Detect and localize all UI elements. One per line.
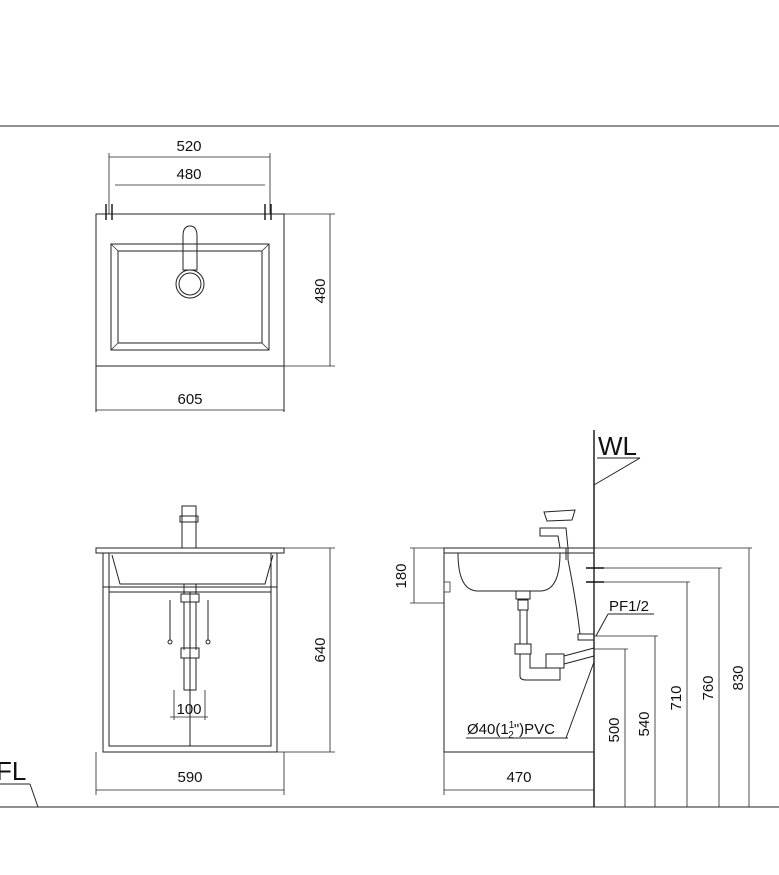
angle-valve (577, 633, 595, 641)
side-countertop (443, 547, 595, 554)
side-cabinet (443, 552, 595, 753)
floor-label: FL (0, 756, 26, 786)
side-view: WL PF1/ (393, 430, 752, 807)
height-760: 760 (700, 675, 717, 700)
side-bracket (443, 581, 451, 593)
front-view: 100 640 590 (95, 505, 335, 795)
dim-label-520: 520 (176, 138, 201, 155)
drain-trap-icon (167, 583, 211, 691)
height-540: 540 (636, 711, 653, 736)
height-830: 830 (730, 665, 747, 690)
faucet-top-icon (175, 225, 205, 299)
dim-label-640: 640 (312, 637, 329, 662)
dim-label-180: 180 (393, 563, 410, 588)
height-500: 500 (606, 717, 623, 742)
basin-top-outline (95, 213, 285, 367)
front-bowl (111, 554, 274, 585)
bowl-inner (117, 250, 263, 344)
side-bowl (457, 552, 561, 592)
height-leaders (594, 547, 752, 807)
front-countertop (95, 547, 285, 554)
dim-label-480-holes: 480 (176, 166, 201, 183)
dim-label-605: 605 (177, 391, 202, 408)
dim-label-470: 470 (506, 769, 531, 786)
mounting-hole-marks (105, 204, 272, 220)
supply-label: PF1/2 (609, 598, 649, 615)
faucet-front-icon (179, 505, 199, 549)
side-drain-icon (514, 590, 595, 681)
dim-label-trap: 100 (176, 701, 201, 718)
dim-label-590: 590 (177, 769, 202, 786)
supply-hose (567, 548, 581, 635)
wall-label: WL (598, 431, 637, 461)
dim-label-depth: 480 (312, 278, 329, 303)
floor-label-group: FL (0, 756, 39, 808)
bowl-outer (110, 243, 270, 351)
top-view: 520 480 480 60 (95, 138, 335, 412)
height-710: 710 (668, 685, 685, 710)
